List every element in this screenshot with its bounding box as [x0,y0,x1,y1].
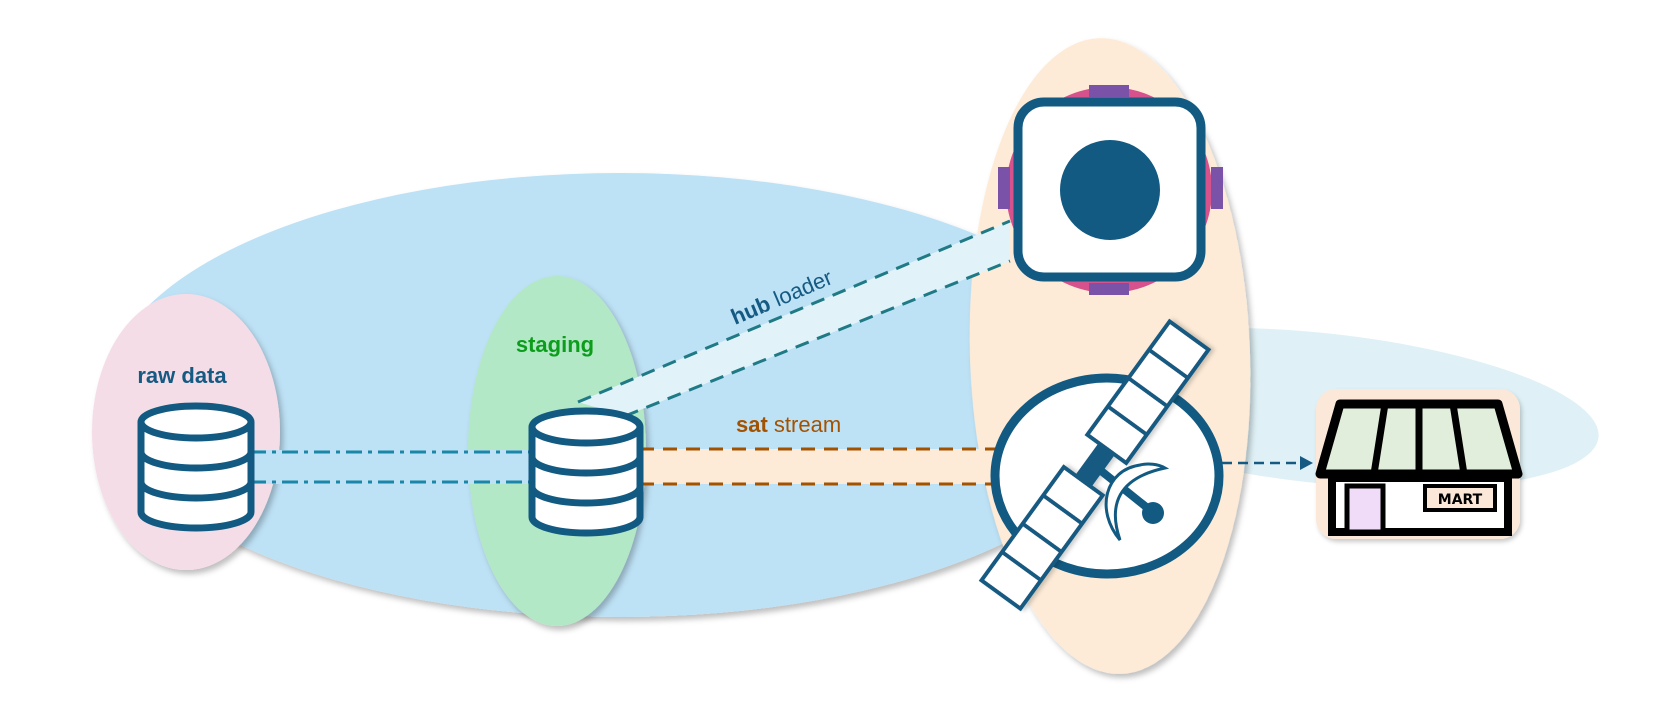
sat-stream-label-rest: stream [768,412,841,437]
hub-tab-left [998,167,1010,209]
hub-tab-right [1211,167,1223,209]
sat-stream-edge[interactable] [640,447,1000,486]
sat-stream-label-bold: sat [736,412,768,437]
raw-data-label: raw data [137,363,227,388]
staging-label: staging [516,332,594,357]
mart-sign-label: MART [1438,492,1483,508]
satellite-icon[interactable] [978,318,1224,612]
mart-store-icon[interactable]: MART [1315,389,1523,539]
staging-database-icon[interactable] [528,407,644,537]
hub-icon[interactable] [998,85,1223,295]
mart-sign [1423,484,1497,512]
sat-stream-label: sat stream [736,412,841,437]
mart-door [1344,483,1386,535]
hub-tab-top [1089,85,1129,97]
raw-database-icon[interactable] [137,402,255,532]
hub-loader-edge[interactable] [577,219,1011,418]
arrowhead-icon [1300,456,1313,470]
hub-tab-bottom [1089,283,1129,295]
raw-to-staging-edge[interactable] [250,450,530,484]
satellite-dish-icon [1097,462,1170,541]
satellite-to-mart-edge[interactable] [1222,456,1313,470]
